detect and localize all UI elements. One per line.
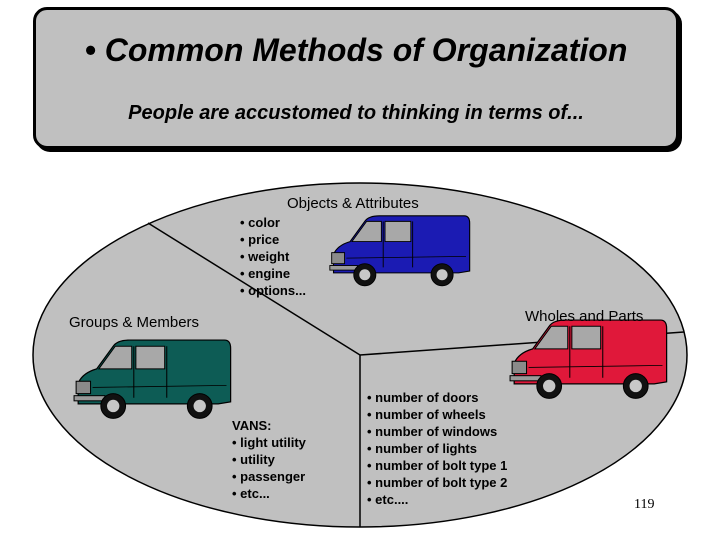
list-item: • number of windows <box>367 424 498 439</box>
list-item: • price <box>240 232 280 247</box>
slide-number: 119 <box>634 497 655 512</box>
title-box: • Common Methods of Organization People … <box>33 7 679 149</box>
list-item: • number of bolt type 1 <box>367 458 508 473</box>
list-item: • passenger <box>232 469 306 484</box>
list-item: • number of bolt type 2 <box>367 475 508 490</box>
objects-attributes-list: • color • price • weight • engine • opti… <box>240 214 306 299</box>
objects-attributes-heading: Objects & Attributes <box>287 195 419 212</box>
slide-title: • Common Methods of Organization <box>84 32 628 68</box>
list-item: • etc.... <box>367 492 409 507</box>
list-item: • light utility <box>232 435 306 450</box>
list-item: • number of wheels <box>367 407 486 422</box>
list-item: • options... <box>240 283 306 298</box>
list-item: • utility <box>232 452 275 467</box>
wholes-parts-heading: Wholes and Parts <box>525 308 644 325</box>
list-item: VANS: <box>232 418 272 433</box>
wholes-parts-list: • number of doors • number of wheels • n… <box>367 389 507 508</box>
list-item: • number of lights <box>367 441 477 456</box>
list-item: • number of doors <box>367 390 479 405</box>
list-item: • color <box>240 215 280 230</box>
list-item: • weight <box>240 249 290 264</box>
slide-subtitle: People are accustomed to thinking in ter… <box>128 102 584 124</box>
groups-members-list: VANS: • light utility • utility • passen… <box>232 417 306 502</box>
groups-members-heading: Groups & Members <box>69 314 200 331</box>
list-item: • etc... <box>232 486 270 501</box>
list-item: • engine <box>240 266 291 281</box>
